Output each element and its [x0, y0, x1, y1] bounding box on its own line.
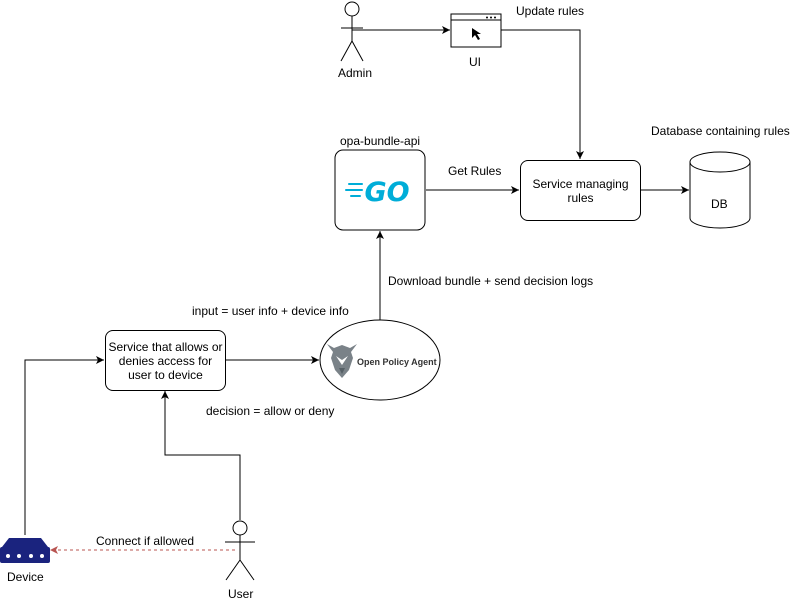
ui-label: UI: [469, 55, 481, 69]
admin-actor-icon: [340, 1, 364, 62]
user-actor-icon: [225, 520, 255, 581]
db-label: DB: [711, 197, 728, 211]
edge-user-to-access-service: [161, 391, 241, 520]
opa-bundle-api-label: opa-bundle-api: [340, 134, 421, 148]
database-caption: Database containing rules: [651, 124, 790, 138]
download-bundle-label: Download bundle + send decision logs: [388, 274, 594, 288]
opa-viking-logo-icon: [327, 344, 357, 378]
input-label: input = user info + device info: [192, 304, 349, 318]
edge-ui-to-service-managing-rules: [501, 29, 584, 159]
opa-label: Open Policy Agent: [357, 357, 437, 367]
database-cylinder-icon: [689, 151, 751, 229]
user-label: User: [228, 587, 254, 601]
get-rules-label: Get Rules: [448, 164, 502, 178]
edge-device-to-access-service: [24, 356, 104, 535]
decision-label: decision = allow or deny: [206, 404, 335, 418]
service-managing-rules-node: Service managing rules: [520, 160, 641, 221]
browser-window-icon: [450, 13, 502, 48]
go-logo-text: GO: [364, 177, 409, 208]
connect-if-allowed-label: Connect if allowed: [96, 534, 195, 548]
update-rules-label: Update rules: [516, 4, 585, 18]
go-logo-icon: GO: [345, 177, 410, 208]
device-network-icon: [0, 538, 50, 563]
open-policy-agent-node: [319, 319, 441, 401]
admin-label: Admin: [338, 66, 373, 80]
access-service-node: Service that allows or denies access for…: [105, 330, 226, 391]
opa-bundle-api-box: [334, 149, 426, 231]
device-label: Device: [7, 570, 44, 584]
